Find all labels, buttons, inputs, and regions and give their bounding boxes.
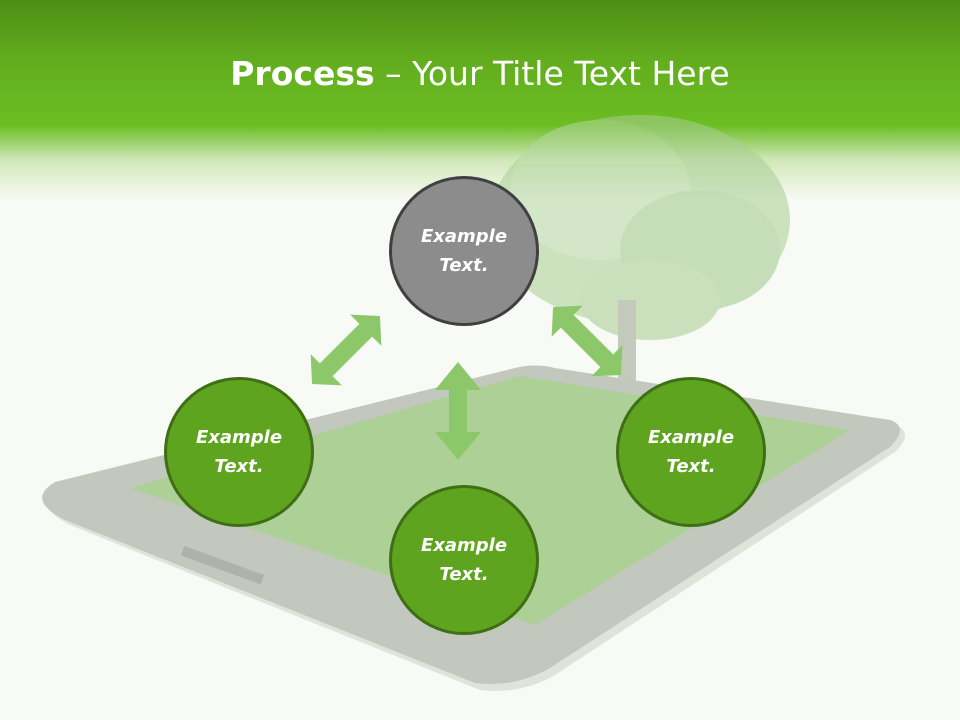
node-label-line2: Text. xyxy=(214,456,264,477)
node-label-line2: Text. xyxy=(439,255,489,276)
node-label-line1: Example xyxy=(420,535,508,556)
node-label-line1: Example xyxy=(647,427,735,448)
connector-arrows xyxy=(310,305,623,460)
double-arrow-right-diagonal-icon xyxy=(551,305,623,377)
process-node-top[interactable]: Example Text. xyxy=(389,176,539,326)
process-node-right[interactable]: Example Text. xyxy=(616,377,766,527)
double-arrow-left-diagonal-icon xyxy=(310,314,382,386)
process-node-left[interactable]: Example Text. xyxy=(164,377,314,527)
title-bold: Process xyxy=(230,54,375,93)
node-label-line2: Text. xyxy=(666,456,716,477)
double-arrow-vertical-icon xyxy=(435,362,481,460)
node-label-line2: Text. xyxy=(439,564,489,585)
page-title: Process – Your Title Text Here xyxy=(0,52,960,96)
process-node-bottom[interactable]: Example Text. xyxy=(389,485,539,635)
node-label-line1: Example xyxy=(420,226,508,247)
title-rest: – Your Title Text Here xyxy=(374,54,730,93)
node-label-line1: Example xyxy=(195,427,283,448)
header-band xyxy=(0,0,960,200)
